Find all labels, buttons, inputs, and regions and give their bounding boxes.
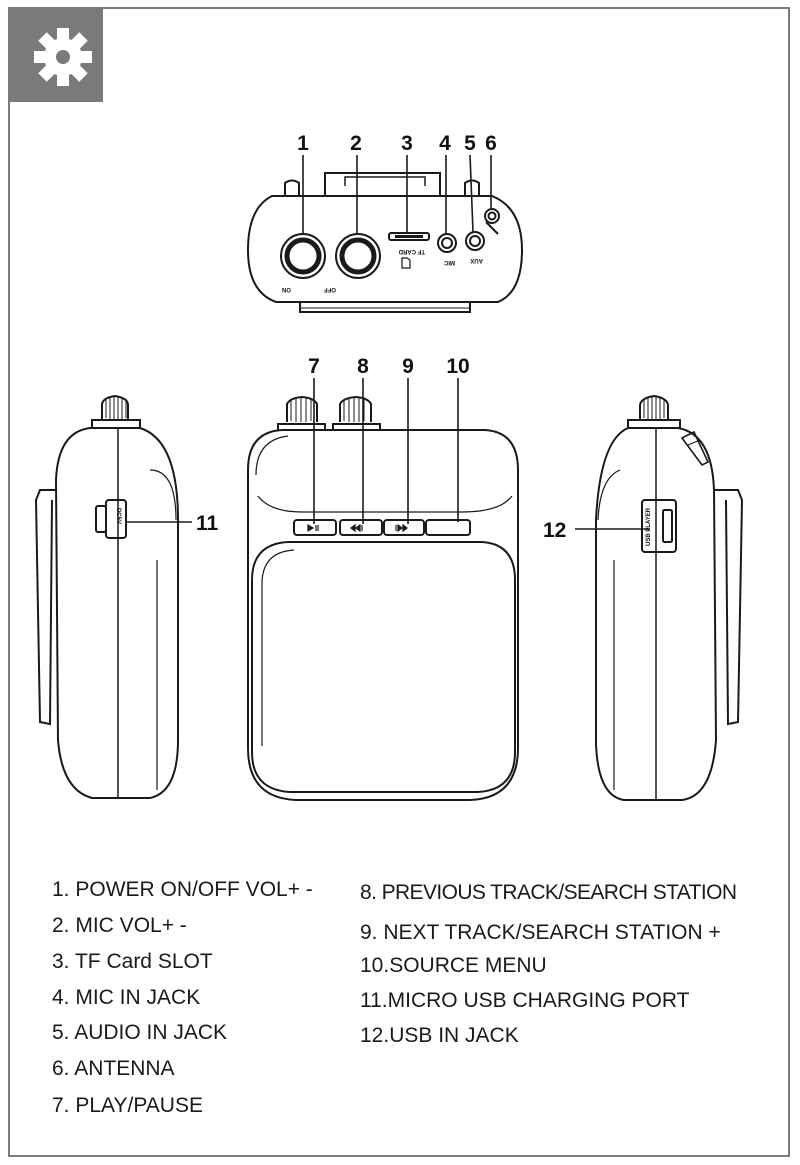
legend-item: 6. ANTENNA — [52, 1057, 175, 1080]
callout-9: 9 — [402, 355, 414, 378]
callout-12: 12 — [543, 519, 566, 542]
label-on: ON — [282, 286, 291, 292]
right-side-view — [595, 394, 744, 801]
legend-item: 12.USB IN JACK — [360, 1024, 519, 1047]
front-leaders — [313, 378, 459, 524]
label-tf-card: TF CARD — [398, 248, 425, 254]
top-leaders — [302, 154, 492, 234]
label-usb-player: USB PLAYER — [646, 507, 652, 546]
legend-item: 5. AUDIO IN JACK — [52, 1021, 228, 1044]
label-dc5v: DC5V — [115, 508, 121, 524]
callout-1: 1 — [297, 132, 309, 155]
legend-item: 1. POWER ON/OFF VOL+ - — [52, 878, 313, 901]
legend-item: 7. PLAY/PAUSE — [52, 1094, 203, 1117]
legend-item: 9. NEXT TRACK/SEARCH STATION + — [360, 921, 721, 944]
callout-10: 10 — [446, 355, 469, 378]
callout-8: 8 — [357, 355, 369, 378]
legend-item: 2. MIC VOL+ - — [52, 914, 187, 937]
left-side-view — [34, 394, 179, 799]
callout-6: 6 — [485, 132, 497, 155]
legend-item: 4. MIC IN JACK — [52, 986, 201, 1009]
callout-4: 4 — [439, 132, 451, 155]
device-diagram: ON OFF TF CARD MIC AUX DC5V USB PLAYER 1… — [34, 132, 744, 801]
settings-badge — [8, 7, 103, 102]
callout-2: 2 — [350, 132, 362, 155]
page-frame — [8, 7, 790, 1157]
label-aux: AUX — [470, 257, 483, 263]
label-off: OFF — [324, 286, 336, 292]
label-mic: MIC — [443, 259, 455, 265]
legend-item: 10.SOURCE MENU — [360, 954, 547, 977]
gear-icon — [34, 28, 92, 86]
callout-7: 7 — [308, 355, 320, 378]
front-view — [247, 395, 519, 801]
legend-item: 8. PREVIOUS TRACK/SEARCH STATION — [360, 881, 737, 904]
callout-3: 3 — [401, 132, 413, 155]
callout-5: 5 — [464, 132, 476, 155]
legend-item: 11.MICRO USB CHARGING PORT — [360, 989, 690, 1012]
legend-item: 3. TF Card SLOT — [52, 950, 213, 973]
callout-11: 11 — [196, 512, 219, 535]
